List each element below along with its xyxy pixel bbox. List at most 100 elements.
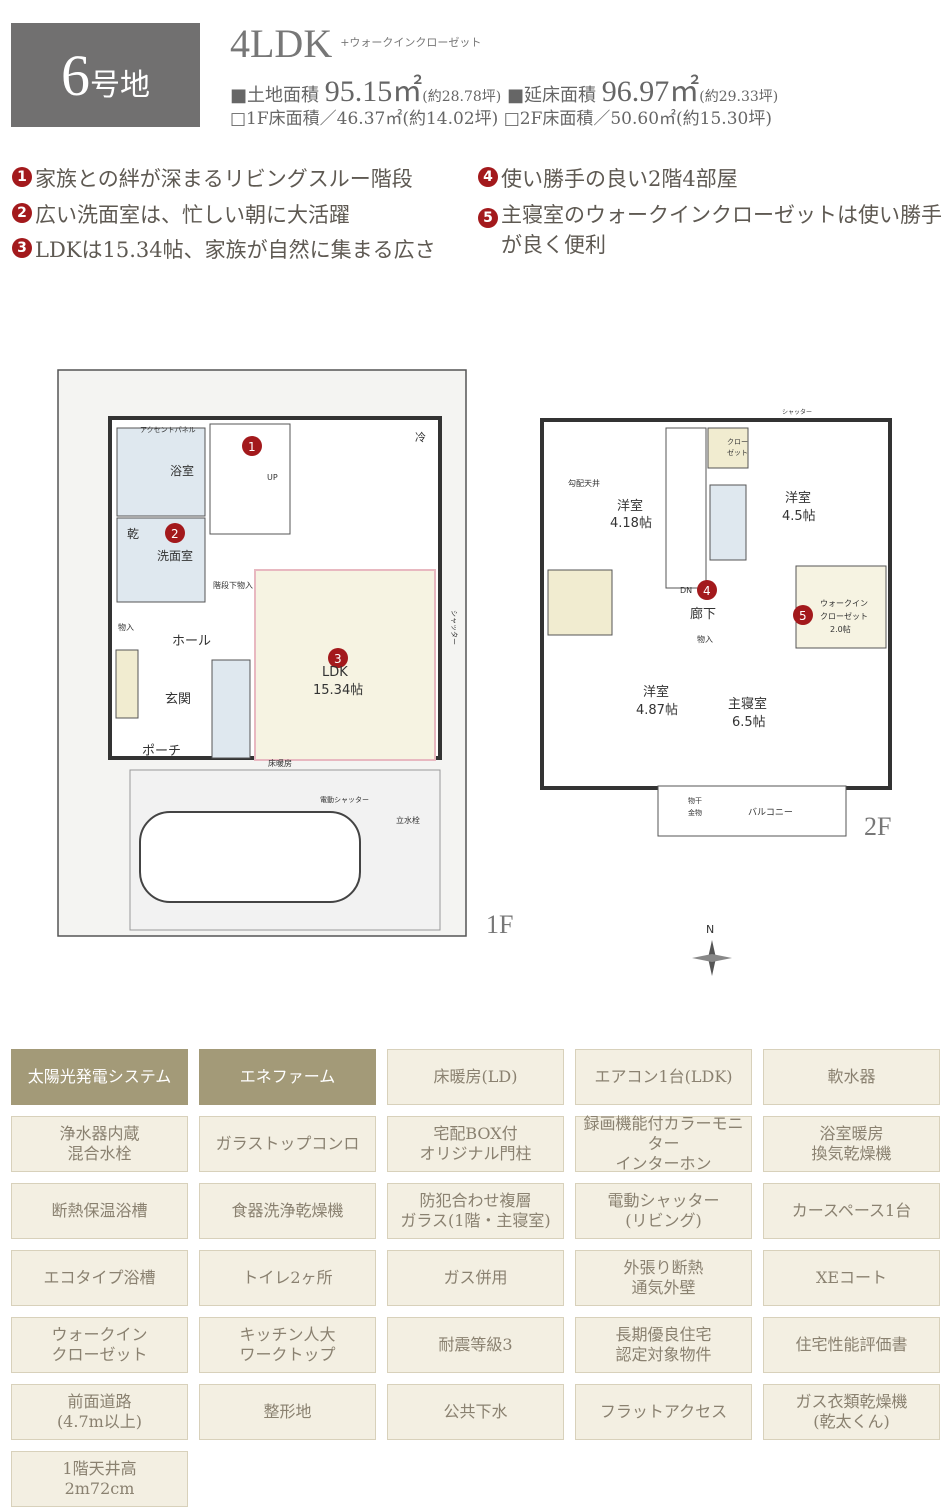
floor1-area: □1F床面積／46.37㎡(約14.02坪) bbox=[230, 109, 499, 129]
floor2-area: □2F床面積／50.60㎡(約15.30坪) bbox=[503, 109, 772, 129]
label-hanger2: 金物 bbox=[688, 808, 702, 817]
equipment-item: 食器洗浄乾燥機 bbox=[199, 1183, 376, 1239]
label-ldk: LDK bbox=[322, 665, 348, 680]
label-closet2: ゼット bbox=[727, 448, 748, 457]
feature-text: 使い勝手の良い2階4部屋 bbox=[501, 167, 738, 191]
feature-text: LDKは15.34帖、家族が自然に集まる広さ bbox=[35, 238, 436, 262]
equipment-item: 電動シャッター (リビング) bbox=[575, 1183, 752, 1239]
compass-label: N bbox=[706, 923, 714, 936]
label-room2: 洋室 bbox=[785, 490, 811, 506]
label-closet: クロー bbox=[727, 438, 748, 446]
label-master: 主寝室 bbox=[728, 696, 767, 712]
label-wash: 洗面室 bbox=[157, 548, 193, 563]
label-wic-size: 2.0帖 bbox=[830, 624, 851, 634]
equipment-item: ガス衣類乾燥機 (乾太くん) bbox=[763, 1384, 940, 1440]
equipment-grid: 太陽光発電システムエネファーム床暖房(LD)エアコン1台(LDK)軟水器浄水器内… bbox=[11, 1049, 940, 1507]
equipment-item: フラットアクセス bbox=[575, 1384, 752, 1440]
label-under-stairs: 階段下物入 bbox=[213, 580, 253, 590]
equipment-item: 耐震等級3 bbox=[387, 1317, 564, 1373]
feature-number: 2 bbox=[12, 203, 32, 223]
label-shutter: シャッター bbox=[782, 408, 812, 416]
equipment-item: トイレ2ヶ所 bbox=[199, 1250, 376, 1306]
layout: 4LDK bbox=[230, 21, 333, 66]
equipment-item: 軟水器 bbox=[763, 1049, 940, 1105]
feature-number: 5 bbox=[478, 208, 498, 228]
equipment-item: 長期優良住宅 認定対象物件 bbox=[575, 1317, 752, 1373]
label-shutter-side: シャッター bbox=[450, 610, 459, 645]
label-storage: 物入 bbox=[697, 634, 713, 644]
area-summary: ■土地面積 95.15㎡(約28.78坪) ■延床面積 96.97㎡(約29.3… bbox=[230, 66, 778, 110]
equipment-item: 外張り断熱 通気外壁 bbox=[575, 1250, 752, 1306]
svg-text:1: 1 bbox=[248, 440, 256, 454]
label-entrance: 玄関 bbox=[165, 692, 191, 707]
label-hanger: 物干 bbox=[688, 796, 702, 805]
layout-note: +ウォークインクローゼット bbox=[340, 36, 482, 49]
feature-text-cont: が良く便利 bbox=[501, 233, 606, 257]
equipment-item: 1階天井高 2m72cm bbox=[11, 1451, 188, 1507]
label-ldk-size: 15.34帖 bbox=[313, 683, 363, 698]
equipment-item: ガス併用 bbox=[387, 1250, 564, 1306]
label-floor-heat: 床暖房 bbox=[268, 758, 292, 768]
land-area: 95.15㎡ bbox=[324, 75, 423, 108]
feature-number: 3 bbox=[12, 238, 32, 258]
equipment-item: ガラストップコンロ bbox=[199, 1116, 376, 1172]
equipment-item: 浴室暖房 換気乾燥機 bbox=[763, 1116, 940, 1172]
feature-text: 広い洗面室は、忙しい朝に大活躍 bbox=[35, 203, 350, 227]
feature-number: 4 bbox=[478, 167, 498, 187]
floor-label-2f: 2F bbox=[864, 812, 892, 841]
svg-text:4: 4 bbox=[703, 584, 711, 598]
label-wic2: クローゼット bbox=[820, 611, 868, 621]
equipment-item: 断熱保温浴槽 bbox=[11, 1183, 188, 1239]
label-room2-size: 4.5帖 bbox=[782, 509, 816, 524]
equipment-item: エアコン1台(LDK) bbox=[575, 1049, 752, 1105]
label-up: UP bbox=[267, 473, 278, 482]
label-hall: ホール bbox=[172, 634, 211, 649]
equipment-item: 録画機能付カラーモニター インターホン bbox=[575, 1114, 752, 1173]
label-room3-size: 4.87帖 bbox=[636, 703, 678, 718]
compass-icon: N bbox=[692, 923, 732, 976]
floor-tsubo: (約29.33坪) bbox=[699, 89, 779, 105]
floor-label: ■延床面積 bbox=[507, 85, 597, 106]
label-room1-size: 4.18帖 bbox=[610, 516, 652, 531]
equipment-item: エネファーム bbox=[199, 1049, 376, 1105]
label-room1: 洋室 bbox=[617, 498, 643, 514]
svg-text:2: 2 bbox=[171, 527, 179, 541]
label-porch: ポーチ bbox=[142, 744, 181, 759]
equipment-item: 宅配BOX付 オリジナル門柱 bbox=[387, 1116, 564, 1172]
floor-area: 96.97㎡ bbox=[601, 75, 700, 108]
label-faucet: 立水栓 bbox=[396, 815, 420, 825]
label-slope: 勾配天井 bbox=[568, 478, 600, 488]
lot-number: 6 bbox=[61, 42, 90, 108]
svg-text:3: 3 bbox=[334, 652, 342, 666]
plan-2f: 4 5 洋室 4.18帖 勾配天井 洋室 4.5帖 洋室 4.87帖 主寝室 6… bbox=[540, 408, 892, 837]
lot-suffix: 号地 bbox=[90, 68, 150, 103]
equipment-item: ウォークイン クローゼット bbox=[11, 1317, 188, 1373]
land-label: ■土地面積 bbox=[230, 85, 320, 106]
equipment-item: 浄水器内蔵 混合水栓 bbox=[11, 1116, 188, 1172]
equipment-item: カースペース1台 bbox=[763, 1183, 940, 1239]
feature-text: 主寝室のウォークインクローゼットは使い勝手 bbox=[501, 203, 942, 227]
equipment-item: 床暖房(LD) bbox=[387, 1049, 564, 1105]
svg-text:5: 5 bbox=[799, 609, 807, 623]
equipment-item: 太陽光発電システム bbox=[11, 1049, 188, 1105]
label-dry: 乾 bbox=[127, 527, 139, 541]
equipment-item: 防犯合わせ複層 ガラス(1階・主寝室) bbox=[387, 1183, 564, 1239]
label-fridge: 冷 bbox=[415, 431, 426, 444]
equipment-item: キッチン人大 ワークトップ bbox=[199, 1317, 376, 1373]
feature-number: 1 bbox=[12, 167, 32, 187]
label-dn: DN bbox=[680, 586, 692, 595]
equipment-item: 公共下水 bbox=[387, 1384, 564, 1440]
floor-areas: □1F床面積／46.37㎡(約14.02坪) □2F床面積／50.60㎡(約15… bbox=[230, 104, 772, 129]
land-tsubo: (約28.78坪) bbox=[422, 89, 502, 105]
label-shutter: 電動シャッター bbox=[320, 795, 369, 804]
equipment-item: XEコート bbox=[763, 1250, 940, 1306]
floor-plans: 1 2 3 浴室 アクセントパネル 乾 洗面室 ホール 玄関 ポーチ 階段下物入… bbox=[57, 369, 892, 976]
feature-text: 家族との絆が深まるリビングスルー階段 bbox=[35, 167, 413, 191]
equipment-item: 前面道路 (4.7m以上) bbox=[11, 1384, 188, 1440]
